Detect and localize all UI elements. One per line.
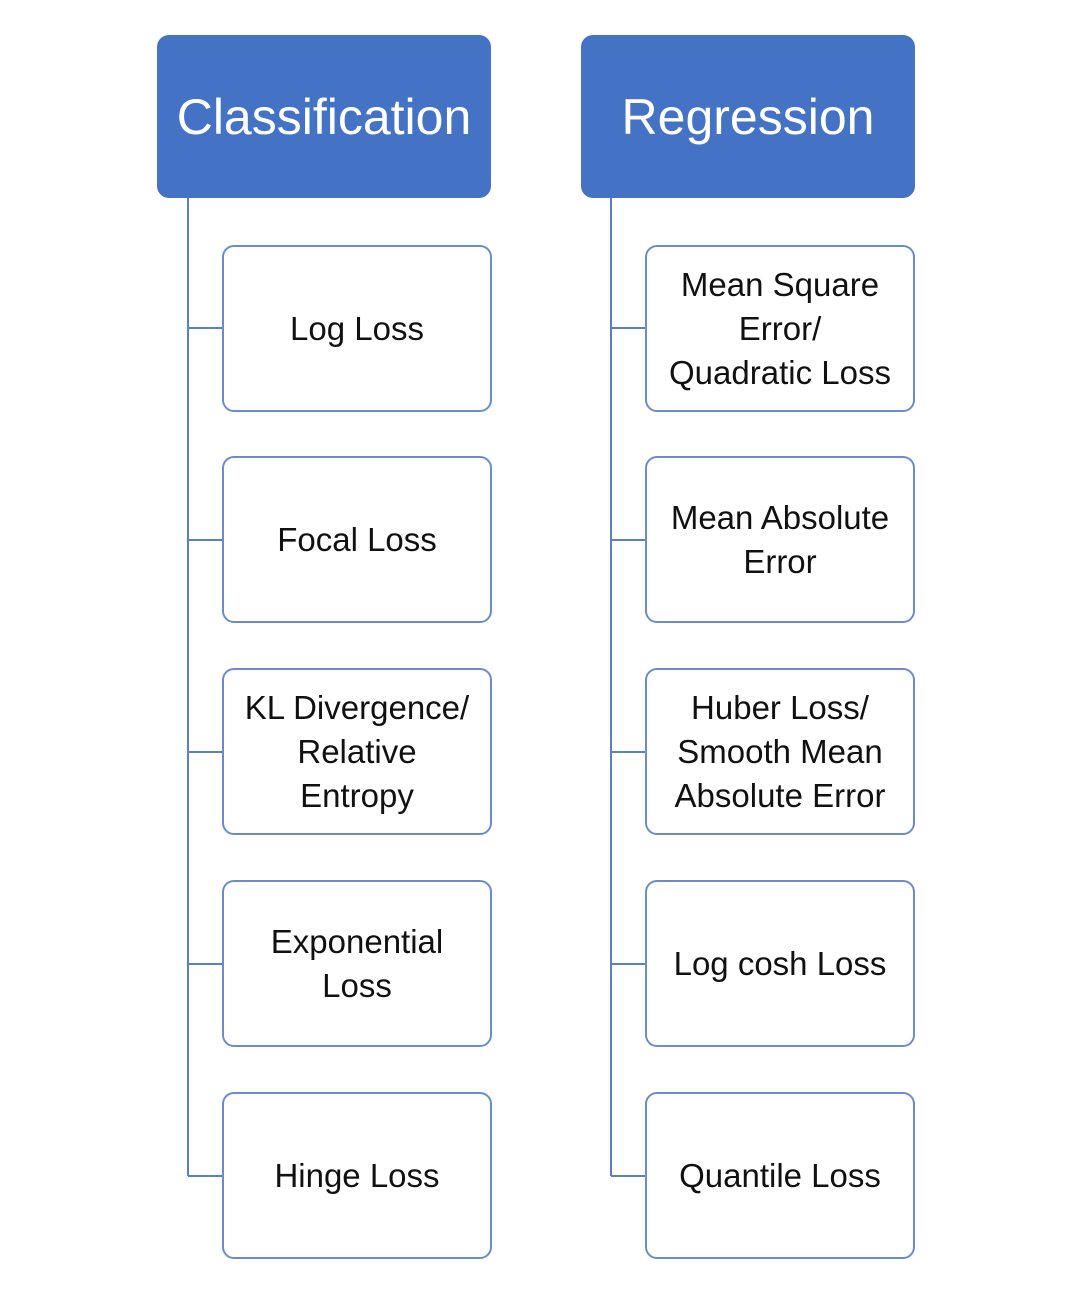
classification-item-kl-divergence: KL Divergence/ Relative Entropy [222,668,492,835]
classification-branch-line [188,327,222,329]
classification-branch-line [188,1175,222,1177]
item-line: KL Divergence/ [244,688,470,726]
regression-branch-line [611,751,645,753]
classification-title: Classification [176,88,472,145]
item-line: Smooth Mean [677,732,883,770]
item-line: Quantile Loss [679,1156,881,1194]
classification-branch-line [188,539,222,541]
classification-branch-line [188,963,222,965]
classification-item-focal-loss: Focal Loss [222,456,492,623]
regression-branch-line [611,963,645,965]
item-line: Error [743,542,817,580]
item-line: Log cosh Loss [673,944,887,982]
classification-item-log-loss: Log Loss [222,245,492,412]
item-line: Absolute Error [674,776,886,814]
classification-header: Classification [157,35,491,198]
regression-header: Regression [581,35,915,198]
item-line: Mean Absolute [670,498,890,536]
item-line: Log Loss [290,309,424,347]
item-line: Exponential [270,922,444,960]
regression-branch-line [611,1175,645,1177]
item-line: Relative [297,732,417,770]
regression-item-quantile-loss: Quantile Loss [645,1092,915,1259]
regression-branch-line [611,539,645,541]
item-line: Hinge Loss [274,1156,440,1194]
item-line: Quadratic Loss [669,353,891,391]
regression-item-mean-square-error: Mean Square Error/ Quadratic Loss [645,245,915,412]
item-line: Loss [322,966,392,1004]
classification-item-hinge-loss: Hinge Loss [222,1092,492,1259]
item-line: Mean Square [680,265,880,303]
regression-item-mean-absolute-error: Mean Absolute Error [645,456,915,623]
regression-item-log-cosh-loss: Log cosh Loss [645,880,915,1047]
classification-item-exponential-loss: Exponential Loss [222,880,492,1047]
item-line: Huber Loss/ [691,688,869,726]
item-line: Error/ [738,309,822,347]
regression-trunk-line [610,198,612,1176]
regression-branch-line [611,327,645,329]
item-line: Entropy [300,776,414,814]
regression-title: Regression [621,88,875,145]
classification-trunk-line [187,198,189,1176]
item-line: Focal Loss [277,520,437,558]
classification-branch-line [188,751,222,753]
regression-item-huber-loss: Huber Loss/ Smooth Mean Absolute Error [645,668,915,835]
